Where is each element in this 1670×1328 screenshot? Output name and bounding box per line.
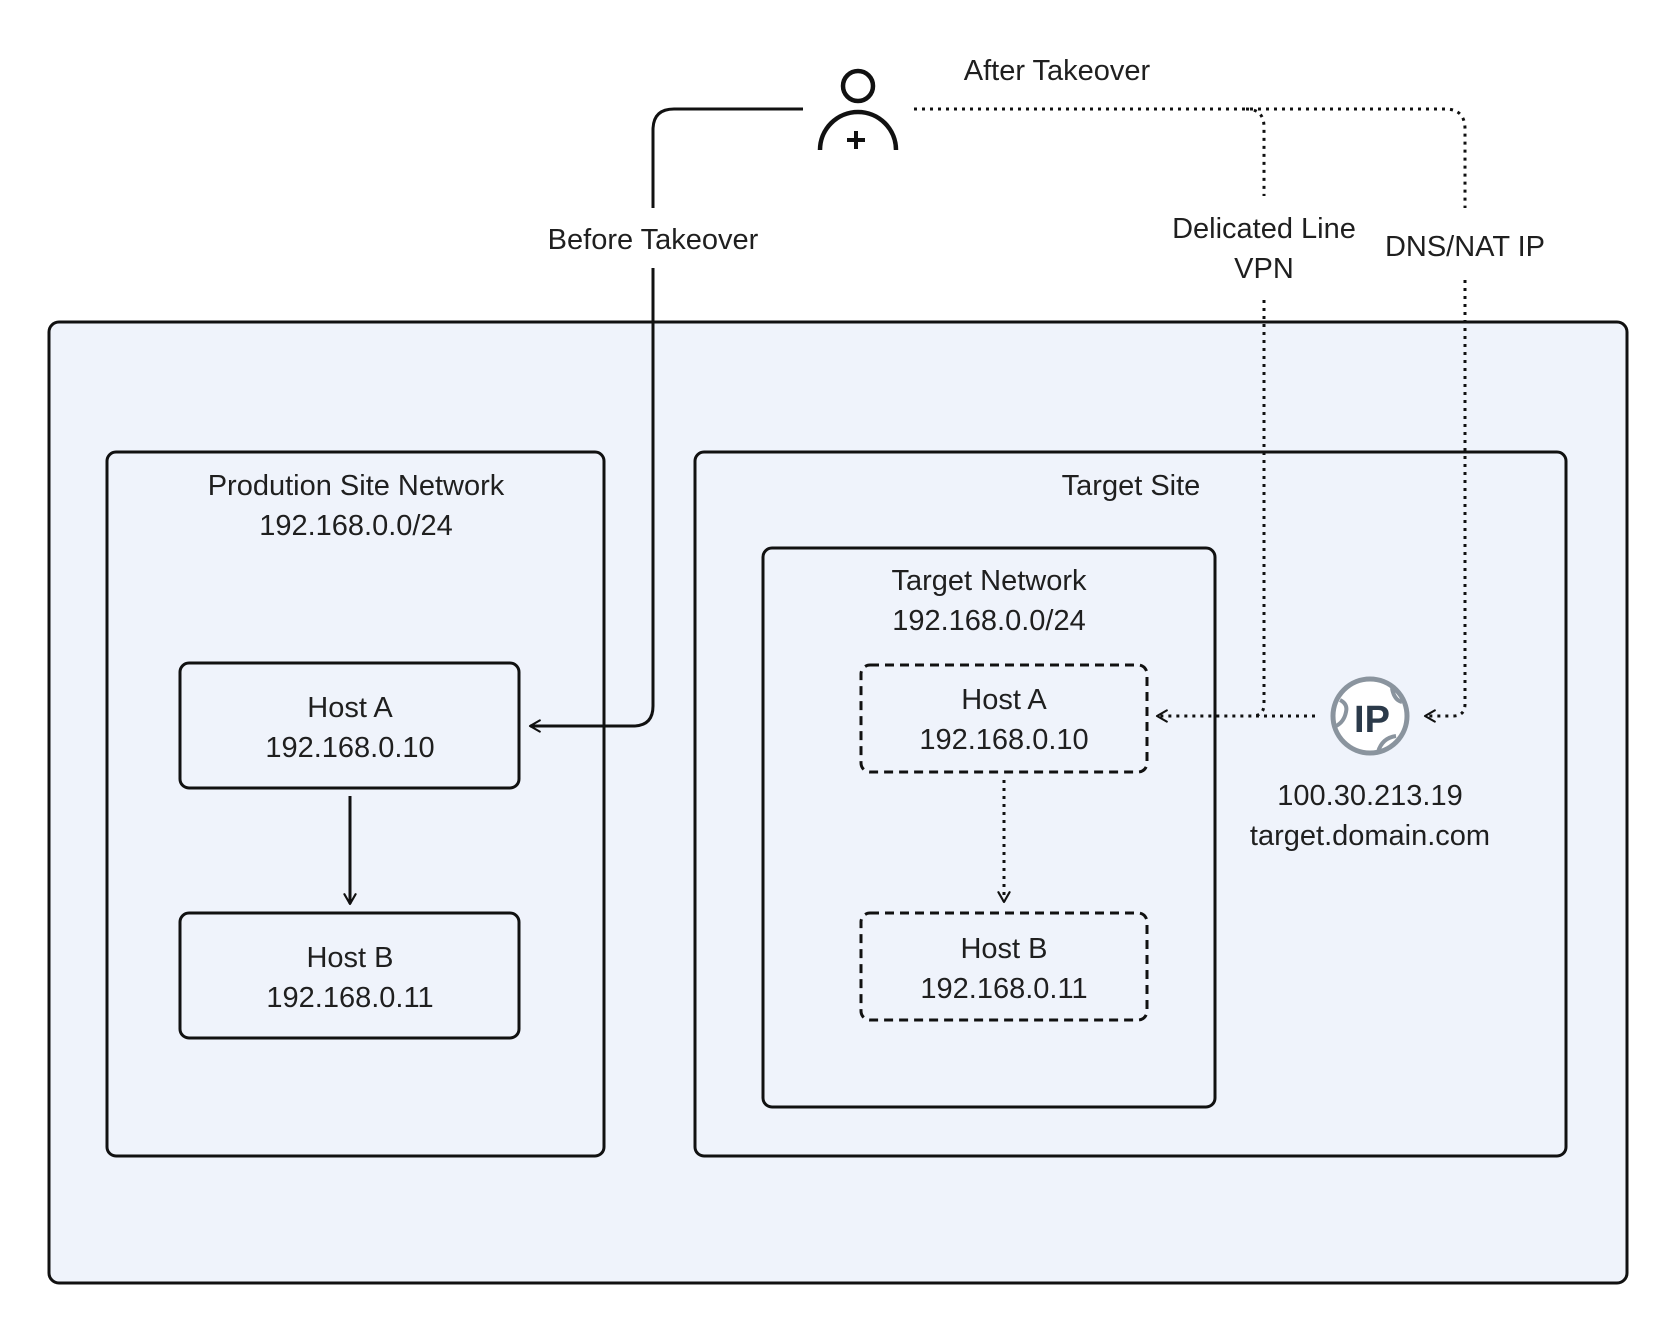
production-host-b-ip: 192.168.0.11 [266,982,433,1014]
ip-icon-text: IP [1354,699,1390,741]
production-site-cidr: 192.168.0.0/24 [259,510,453,542]
before-takeover-path-lower [528,268,655,733]
production-site-box [105,450,606,1158]
target-host-a-box[interactable] [859,663,1149,774]
dedicated-line-label: Delicated Line [1172,213,1356,245]
ip-globe-icon[interactable]: IP [1330,676,1410,756]
target-host-b-box[interactable] [859,911,1149,1022]
production-host-b-name: Host B [306,942,393,974]
dns-nat-path [1423,280,1467,723]
target-public-ip: 100.30.213.19 [1277,780,1462,812]
production-host-a-name: Host A [307,692,393,724]
target-host-a-ip: 192.168.0.10 [919,724,1088,756]
after-takeover-label: After Takeover [964,55,1151,87]
production-host-a-box[interactable] [178,661,521,790]
after-takeover-path-top [914,107,1467,208]
user-add-icon[interactable] [817,68,899,151]
target-host-b-ip: 192.168.0.11 [920,973,1087,1005]
target-host-b-name: Host B [960,933,1047,965]
before-takeover-path-upper [651,107,803,208]
target-domain: target.domain.com [1250,820,1490,852]
target-network-title: Target Network [891,565,1087,597]
target-host-a-name: Host A [961,684,1047,716]
dedicated-line-path-upper [1245,107,1266,196]
production-site-title: Prodution Site Network [208,470,505,502]
target-network-cidr: 192.168.0.0/24 [892,605,1086,637]
dns-nat-label: DNS/NAT IP [1385,231,1545,263]
vpn-label: VPN [1234,253,1294,285]
production-host-a-ip: 192.168.0.10 [265,732,434,764]
production-host-b-box[interactable] [178,911,521,1040]
target-site-title: Target Site [1062,470,1201,502]
before-takeover-label: Before Takeover [548,224,759,256]
